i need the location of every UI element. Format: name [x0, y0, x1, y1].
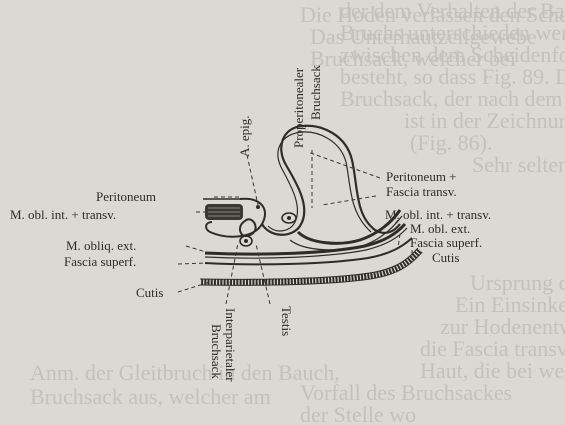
- background-text-line: Bruchsack, welcher bei: [310, 46, 516, 71]
- label-fascia-superf-left: Fascia superf.: [64, 254, 136, 269]
- hernia-diagram: [200, 126, 420, 283]
- background-text-line: Sehr selten: [472, 152, 565, 177]
- label-bruchsack-upper: Bruchsack: [308, 65, 323, 120]
- label-obl-int-right: M. obl. int. + transv.: [385, 207, 491, 222]
- label-a-epig: A. epig.: [237, 115, 252, 157]
- background-text-line: Bruchsack aus, welcher am: [30, 384, 271, 409]
- background-text-line: Anm. der Gleitbruch in den Bauch,: [30, 360, 340, 385]
- label-peritoneum-fascia-line1: Peritoneum +: [386, 169, 457, 184]
- label-peritoneum-left: Peritoneum: [96, 189, 156, 204]
- epigastric-artery: [256, 205, 260, 209]
- label-properitonealer: Properitonealer: [291, 67, 306, 148]
- label-cutis-right: Cutis: [432, 250, 459, 265]
- label-fascia-superf-right: Fascia superf.: [410, 235, 482, 250]
- label-obl-int-left: M. obl. int. + transv.: [10, 207, 116, 222]
- label-interparietaler: Interparietaler: [223, 308, 238, 382]
- background-text-line: der Stelle wo: [300, 402, 416, 425]
- obliquus-externus-layer: [205, 224, 405, 254]
- label-cutis-left: Cutis: [136, 285, 163, 300]
- label-obliq-ext-left: M. obliq. ext.: [66, 238, 136, 253]
- label-peritoneum-fascia-line2: Fascia transv.: [386, 184, 457, 199]
- label-testis: Testis: [279, 306, 294, 336]
- internal-oblique-muscle-block: [205, 204, 243, 220]
- label-obl-ext-right: M. obl. ext.: [410, 221, 470, 236]
- label-bruchsack-lower: Bruchsack: [209, 324, 224, 379]
